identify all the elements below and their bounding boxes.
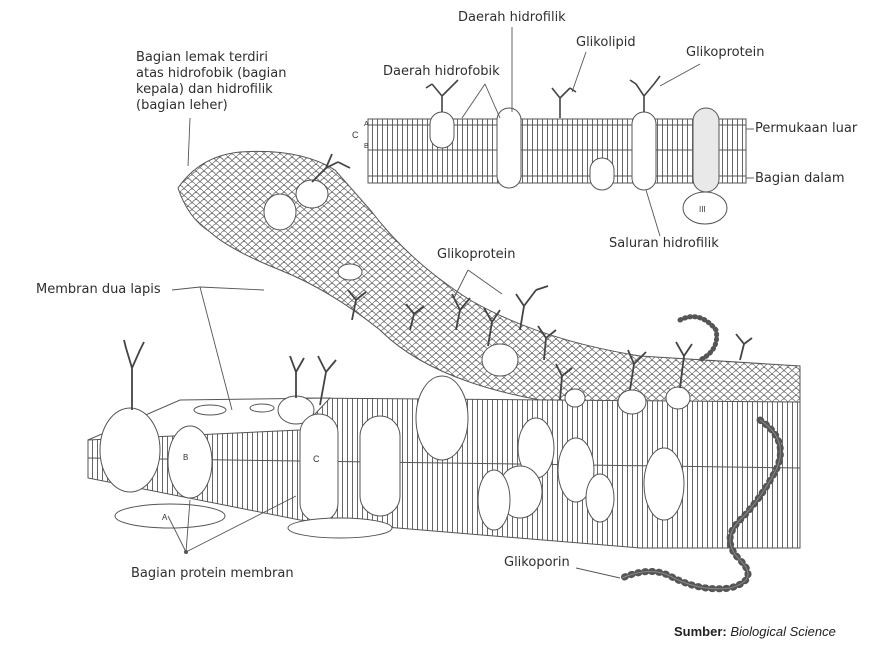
label-hydrophilic-channel: Saluran hidrofilik xyxy=(609,236,719,251)
protein-channel-front xyxy=(359,415,401,517)
inset-glycolipid-chain xyxy=(551,87,577,118)
protein-c xyxy=(299,413,339,523)
inset-protein-iii xyxy=(682,191,728,225)
label-glycoprotein-main: Glikoprotein xyxy=(437,247,516,262)
inset-mark-b: B xyxy=(364,143,369,150)
label-inner-part: Bagian dalam xyxy=(755,171,845,186)
inset-glycan-1 xyxy=(425,79,459,112)
main-mark-c: C xyxy=(313,454,320,464)
source-credit: Sumber: Biological Science xyxy=(674,624,836,639)
inset-protein-c xyxy=(429,111,455,149)
inset-mark-iii: III xyxy=(699,205,706,214)
inset-channel-protein xyxy=(496,107,522,189)
label-glycolipid: Glikolipid xyxy=(576,35,636,50)
label-outer-surface: Permukaan luar xyxy=(755,121,858,136)
main-membrane: B C A xyxy=(87,117,801,593)
label-glycophorin: Glikoporin xyxy=(504,555,570,570)
inset-glycan-2 xyxy=(629,75,661,112)
label-membrane-protein: Bagian protein membran xyxy=(131,566,294,581)
credit-prefix: Sumber: xyxy=(674,624,727,639)
label-lipid-parts: Bagian lemak terdiri atas hidrofobik (ba… xyxy=(136,50,287,113)
inset-bilayer xyxy=(367,118,747,184)
inset-membrane: C A B III xyxy=(352,27,754,237)
inset-mark-a: A xyxy=(364,121,369,128)
inset-inner-protein xyxy=(589,157,615,191)
inset-large-protein xyxy=(692,107,720,193)
protein-b xyxy=(167,425,213,499)
inset-mark-c: C xyxy=(352,130,359,140)
label-hydrophobic-region: Daerah hidrofobik xyxy=(383,64,500,79)
label-hydrophilic-region: Daerah hidrofilik xyxy=(458,10,566,25)
protein-a-peripheral xyxy=(114,503,226,529)
label-bilayer: Membran dua lapis xyxy=(36,282,161,297)
inset-glycoprotein-body xyxy=(631,111,657,191)
main-mark-b: B xyxy=(183,453,188,462)
credit-source: Biological Science xyxy=(730,624,836,639)
protein-large-left xyxy=(99,407,161,493)
label-glycoprotein-inset: Glikoprotein xyxy=(686,45,765,60)
main-mark-a: A xyxy=(162,513,168,522)
